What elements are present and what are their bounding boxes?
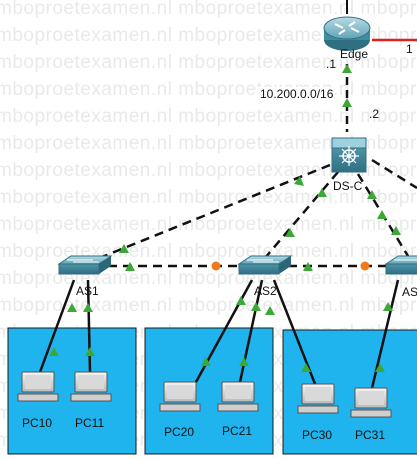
- pc21-label: PC21: [222, 424, 253, 438]
- link-up-marker: [236, 296, 246, 305]
- link-up-marker: [83, 303, 93, 312]
- router-edge[interactable]: [323, 16, 371, 51]
- link-up-marker: [285, 228, 295, 237]
- link-up-marker: [391, 226, 401, 235]
- switch-as2[interactable]: [237, 255, 293, 275]
- pc-pc31[interactable]: [350, 387, 392, 418]
- link-up-marker: [67, 303, 77, 312]
- link-up-marker: [251, 302, 261, 311]
- link-up-marker: [301, 363, 311, 372]
- link-up-marker: [85, 347, 95, 356]
- link-up-marker: [265, 306, 275, 315]
- link-up-marker: [342, 64, 352, 73]
- link-up-marker: [317, 188, 327, 197]
- switch-as3-label: AS: [402, 285, 417, 299]
- link-dsc-as1[interactable]: [81, 163, 331, 267]
- link-status-markers: [49, 64, 401, 372]
- link-blocked-marker: [360, 261, 370, 271]
- multilayer-switch-label: DS-C: [333, 179, 363, 193]
- pc20-label: PC20: [164, 425, 195, 439]
- link-up-marker: [367, 190, 377, 199]
- link-up-marker: [201, 357, 211, 366]
- pc31-label: PC31: [355, 428, 386, 442]
- link-up-marker: [239, 357, 249, 366]
- router-label: Edge: [340, 47, 369, 61]
- edge-interface-label: .1: [326, 57, 337, 71]
- switch-as1-label: AS1: [76, 284, 99, 298]
- link-up-marker: [342, 98, 352, 107]
- link-dsc-right[interactable]: [371, 158, 417, 190]
- link-up-marker: [49, 347, 59, 356]
- link-as1-pc11[interactable]: [86, 279, 92, 373]
- switch-as3[interactable]: [384, 255, 417, 275]
- edge-right-label: 1: [406, 42, 413, 56]
- link-dsc-as2[interactable]: [264, 171, 339, 259]
- link-as2-pc30[interactable]: [272, 279, 317, 385]
- link-up-marker: [119, 244, 129, 253]
- link-up-marker: [125, 262, 135, 271]
- pc11-label: PC11: [75, 416, 105, 430]
- subnet-label: 10.200.0.0/16: [258, 87, 336, 101]
- link-up-marker: [383, 302, 393, 311]
- pc-pc10[interactable]: [17, 371, 59, 402]
- pc30-label: PC30: [302, 428, 333, 442]
- pc-pc20[interactable]: [159, 381, 201, 412]
- link-up-marker: [294, 176, 304, 186]
- link-up-marker: [375, 363, 385, 372]
- link-up-marker: [303, 262, 313, 271]
- pc-pc21[interactable]: [217, 381, 259, 412]
- link-as1-pc10[interactable]: [38, 279, 76, 373]
- link-blocked-marker: [211, 261, 221, 271]
- pc-pc11[interactable]: [70, 371, 112, 402]
- switch-as1[interactable]: [57, 255, 113, 275]
- switch-as2-label: AS2: [254, 284, 277, 298]
- pc-pc30[interactable]: [297, 383, 339, 414]
- multilayer-switch-dsc[interactable]: [331, 137, 367, 173]
- ds-interface-label: .2: [369, 107, 380, 121]
- link-up-marker: [377, 210, 387, 219]
- pc10-label: PC10: [22, 416, 53, 430]
